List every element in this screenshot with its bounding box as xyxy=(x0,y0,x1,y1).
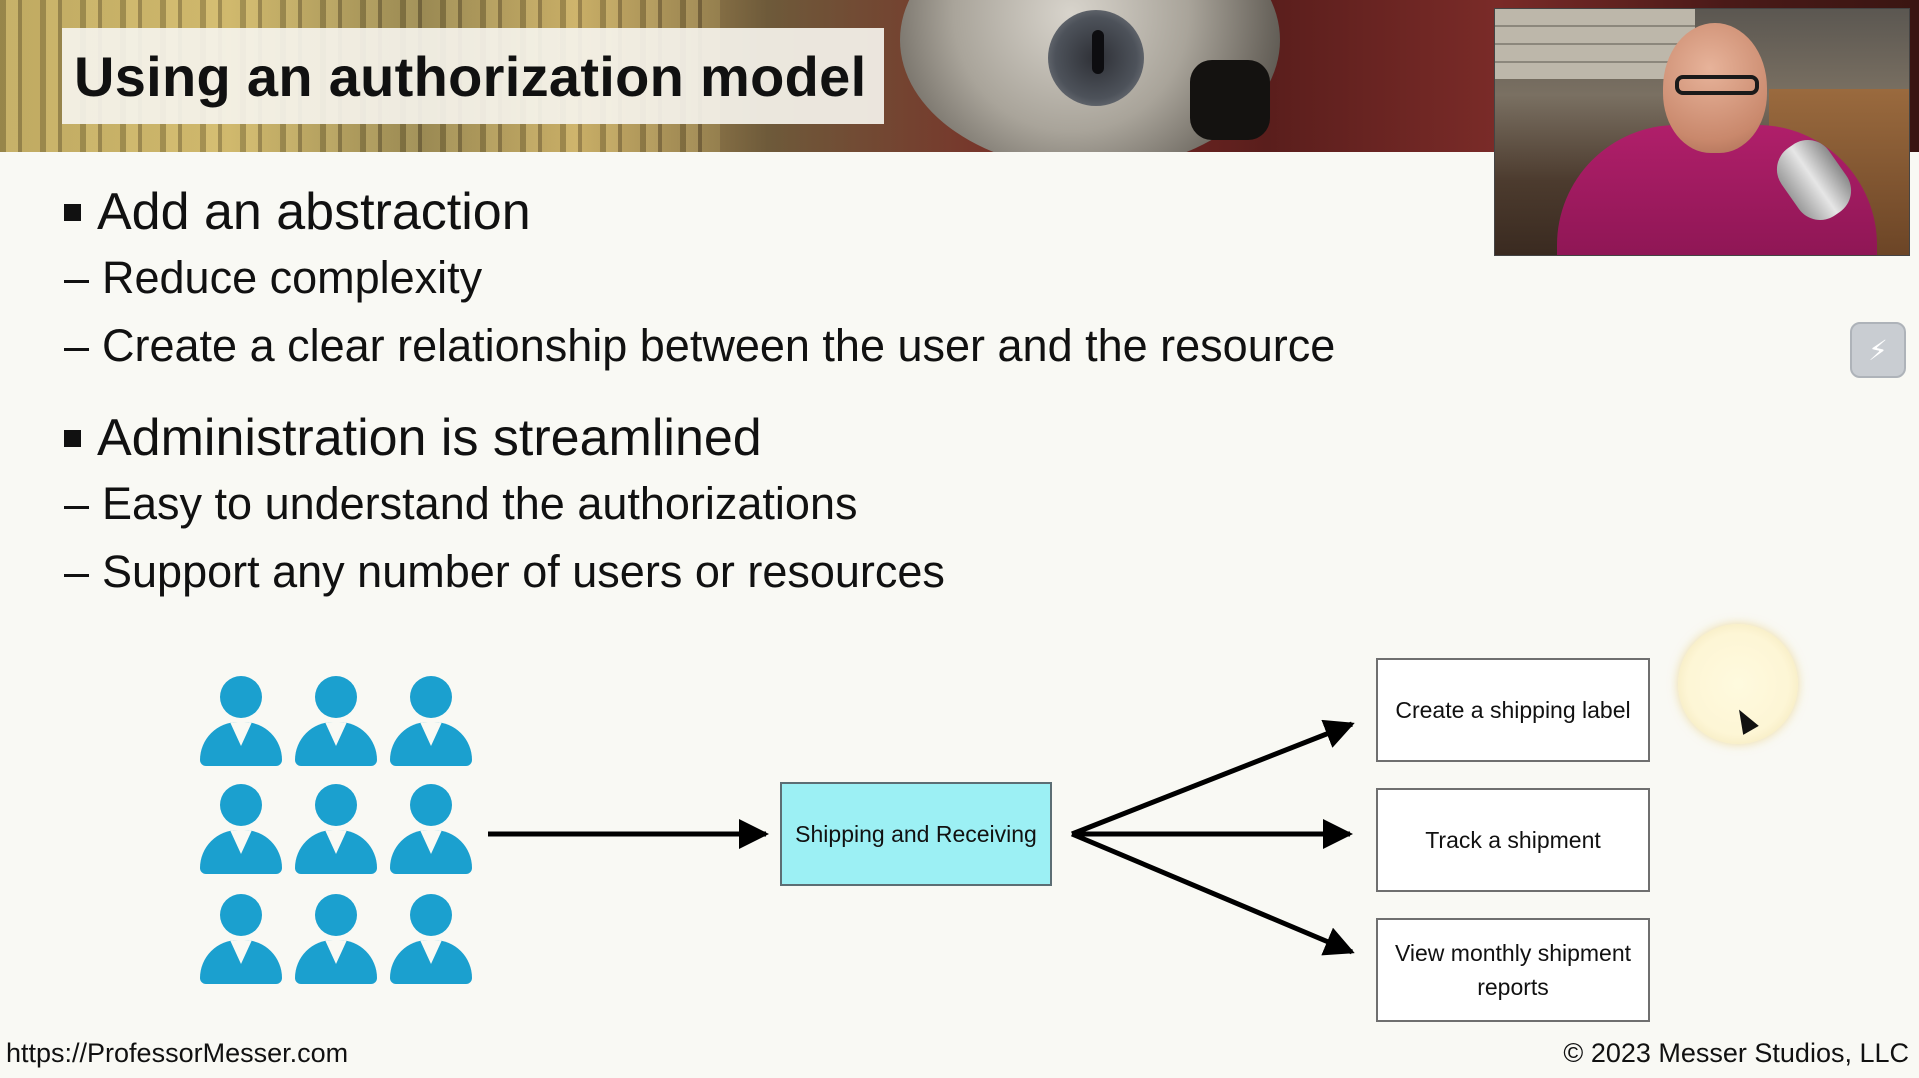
sub-bullet-item: – Easy to understand the authorizations xyxy=(64,470,1335,538)
resource-box: Track a shipment xyxy=(1376,788,1650,892)
presenter-glasses xyxy=(1675,75,1759,95)
person-icon xyxy=(200,894,282,986)
role-box: Shipping and Receiving xyxy=(780,782,1052,886)
dash-marker: – xyxy=(64,546,90,597)
person-icon xyxy=(295,784,377,876)
sub-bullet-item: – Reduce complexity xyxy=(64,244,1335,312)
presenter-webcam xyxy=(1494,8,1910,256)
brick-wall xyxy=(1495,9,1695,79)
square-bullet-icon xyxy=(64,429,81,447)
bullet-item: Add an abstraction xyxy=(64,180,1335,244)
slide-title: Using an authorization model xyxy=(74,44,867,108)
role-to-resource-arrow xyxy=(1071,831,1355,956)
bullet-text: Add an abstraction xyxy=(97,183,531,241)
person-icon xyxy=(295,894,377,986)
dash-marker: – xyxy=(64,252,90,303)
bullet-text: Administration is streamlined xyxy=(97,409,762,467)
person-icon xyxy=(200,784,282,876)
person-icon xyxy=(200,676,282,768)
resource-label: Track a shipment xyxy=(1425,827,1601,853)
lightning-icon[interactable]: ⚡ xyxy=(1850,322,1906,378)
sub-bullet-text: Easy to understand the authorizations xyxy=(102,478,858,529)
role-label: Shipping and Receiving xyxy=(795,821,1037,847)
person-icon xyxy=(390,894,472,986)
latch-hole xyxy=(1190,60,1270,140)
title-box: Using an authorization model xyxy=(62,28,885,124)
resource-label: Create a shipping label xyxy=(1395,697,1631,723)
bullet-list: Add an abstraction – Reduce complexity –… xyxy=(64,180,1335,606)
key-slot xyxy=(1092,30,1104,74)
cursor-highlight xyxy=(1678,624,1798,744)
dash-marker: – xyxy=(64,478,90,529)
person-icon xyxy=(295,676,377,768)
role-to-resource-arrow xyxy=(1071,719,1355,837)
user-group xyxy=(200,676,480,998)
person-icon xyxy=(390,676,472,768)
resource-label: View monthly shipment reports xyxy=(1394,940,1632,1000)
sub-bullet-text: Reduce complexity xyxy=(102,252,483,303)
sub-bullet-item: – Support any number of users or resourc… xyxy=(64,538,1335,606)
bullet-item: Administration is streamlined xyxy=(64,406,1335,470)
sub-bullet-text: Support any number of users or resources xyxy=(102,546,945,597)
sub-bullet-item: – Create a clear relationship between th… xyxy=(64,312,1335,380)
footer-url[interactable]: https://ProfessorMesser.com xyxy=(6,1038,349,1068)
person-icon xyxy=(390,784,472,876)
square-bullet-icon xyxy=(64,203,81,221)
resource-box: Create a shipping label xyxy=(1376,658,1650,762)
sub-bullet-text: Create a clear relationship between the … xyxy=(102,320,1336,371)
footer-copyright: © 2023 Messer Studios, LLC xyxy=(1563,1038,1909,1068)
resource-box: View monthly shipment reports xyxy=(1376,918,1650,1022)
dash-marker: – xyxy=(64,320,90,371)
